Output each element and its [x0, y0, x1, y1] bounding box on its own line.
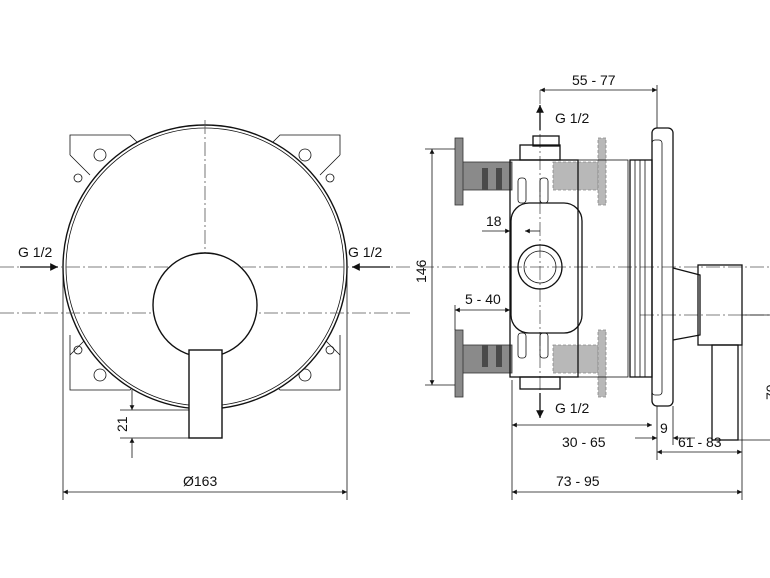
dim-9: 9 — [660, 420, 668, 436]
lever-side — [711, 344, 739, 441]
handle-rosette — [152, 252, 258, 358]
handle-side — [697, 264, 743, 346]
front-view: G 1/2 G 1/2 21 Ø163 — [0, 120, 410, 500]
dim-30-65: 30 - 65 — [562, 434, 606, 450]
inlet-left-label: G 1/2 — [18, 244, 52, 260]
dim-146: 146 — [413, 259, 429, 283]
inlet-right-label: G 1/2 — [348, 244, 382, 260]
side-view: G 1/2 G 1/2 55 - 77 146 18 5 - 40 30 - 6… — [413, 72, 770, 500]
outlet-bottom-label: G 1/2 — [555, 400, 589, 416]
dim-diameter: Ø163 — [183, 473, 217, 489]
dim-lever-offset: 21 — [114, 416, 130, 432]
lever — [188, 349, 223, 439]
dim-55-77: 55 - 77 — [572, 72, 616, 88]
valve-housing — [510, 202, 583, 334]
dim-5-40: 5 - 40 — [465, 291, 501, 307]
dim-70: 70 — [763, 384, 770, 400]
outlet-top-label: G 1/2 — [555, 110, 589, 126]
dim-61-83: 61 - 83 — [678, 434, 722, 450]
dim-18: 18 — [486, 213, 502, 229]
dim-73-95: 73 - 95 — [556, 473, 600, 489]
